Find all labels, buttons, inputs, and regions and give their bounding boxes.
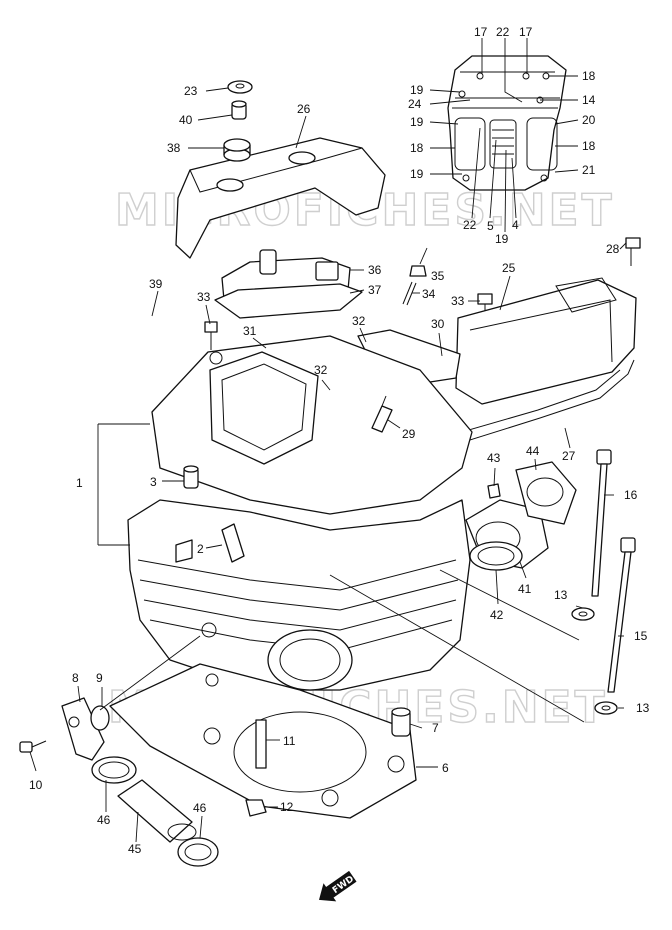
callout-13a: 13 [554,588,568,602]
pipe-2 [221,523,245,563]
callout-46b: 46 [193,801,207,815]
callout-11: 11 [283,734,296,748]
bolt-33-left [204,321,218,350]
callout-45: 45 [128,842,142,856]
side-cover-25 [455,277,637,405]
callout-1: 1 [76,476,83,490]
clamp-46-lower [177,837,219,867]
callout-33b: 33 [451,294,465,308]
callout-19b: 19 [410,115,424,129]
callout-19a: 19 [410,83,424,97]
callout-34: 34 [422,287,436,301]
callout-21: 21 [582,163,596,177]
nut-35 [409,265,427,277]
washer-13-lower [594,701,618,715]
head-cover-26 [175,137,386,259]
callout-39: 39 [149,277,163,291]
callout-38: 38 [167,141,181,155]
o-ring-9 [90,705,110,731]
screw-43 [487,483,501,499]
callout-30: 30 [431,317,445,331]
dowel-3 [183,465,199,489]
callout-2: 2 [197,542,204,556]
callout-7: 7 [432,721,439,735]
nut-12 [245,799,267,817]
callout-32a: 32 [352,314,366,328]
hose-45 [117,779,197,843]
o-ring-42 [469,541,523,571]
callout-19d: 19 [495,232,509,246]
callout-42: 42 [490,608,504,622]
callout-40: 40 [179,113,193,127]
stud-11 [255,719,267,769]
callout-23: 23 [184,84,198,98]
callout-31: 31 [243,324,257,338]
dowel-7 [391,707,411,737]
stud-34 [402,281,417,306]
callout-19c: 19 [410,167,424,181]
callout-17b: 17 [519,25,533,39]
callout-22a: 22 [496,25,510,39]
callout-8: 8 [72,671,79,685]
bolt-15 [607,537,636,693]
callout-15: 15 [634,629,648,643]
callout-labels: 1 2 3 4 5 6 7 8 9 10 11 12 13 13 14 15 1… [29,25,650,856]
spark-plug-29 [371,395,393,433]
clamp-44 [515,461,577,525]
callout-41: 41 [518,582,532,596]
callout-44: 44 [526,444,540,458]
callout-6: 6 [442,761,449,775]
washer-23 [227,80,253,94]
callout-18b: 18 [410,141,424,155]
collar-40 [231,100,247,120]
leader-lines [29,38,627,843]
callout-26: 26 [297,102,311,116]
callout-43: 43 [487,451,501,465]
callout-25: 25 [502,261,516,275]
callout-32b: 32 [314,363,328,377]
callout-29: 29 [402,427,416,441]
callout-35: 35 [431,269,445,283]
callout-33a: 33 [197,290,211,304]
callout-3: 3 [150,475,157,489]
callout-20: 20 [582,113,596,127]
callout-22b: 22 [463,218,477,232]
grommet-38 [223,138,251,162]
callout-10: 10 [29,778,43,792]
callout-5: 5 [487,219,494,233]
bolt-10 [19,740,47,753]
fitting-8 [61,697,105,761]
callout-27: 27 [562,449,576,463]
callout-18a: 18 [582,69,596,83]
callout-12: 12 [280,800,294,814]
cylinder-head-1 [127,335,473,691]
clamp-46-upper [91,756,137,784]
fwd-direction-arrow: FWD [318,870,357,902]
callout-16: 16 [624,488,638,502]
callout-24: 24 [408,97,422,111]
bolt-28 [625,237,641,266]
bolt-16 [591,449,612,597]
washer-13-upper [571,607,595,621]
callout-28: 28 [606,242,620,256]
callout-17a: 17 [474,25,488,39]
callout-36: 36 [368,263,382,277]
callout-37: 37 [368,283,382,297]
callout-4: 4 [512,218,519,232]
callout-14: 14 [582,93,596,107]
gasket-37 [214,283,363,319]
callout-18c: 18 [582,139,596,153]
callout-46a: 46 [97,813,111,827]
callout-13b: 13 [636,701,650,715]
callout-9: 9 [96,671,103,685]
